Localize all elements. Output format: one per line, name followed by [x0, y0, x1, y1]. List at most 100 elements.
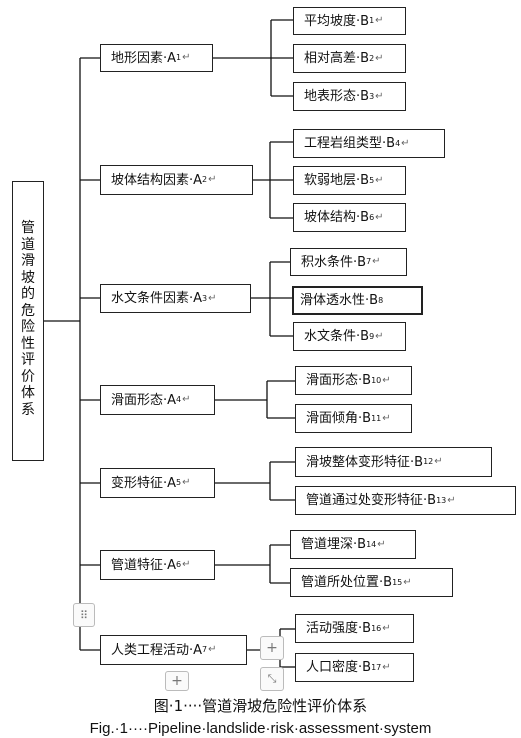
factor-a1-label: 地形因素·A [111, 50, 177, 66]
indicator-b13-label: 管道通过处变形特征·B [306, 493, 437, 508]
factor-a5-subscript: 5 [176, 478, 182, 487]
figure-caption-english: Fig.·1····Pipeline·landslide·risk·assess… [89, 720, 432, 737]
factor-a3-subscript: 3 [202, 293, 208, 303]
factor-a3-label: 水文条件因素·A [111, 291, 203, 306]
indicator-b17-subscript: 17 [371, 662, 382, 672]
paragraph-mark: ↵ [382, 374, 391, 386]
factor-a2-label: 坡体结构因素·A [111, 172, 203, 188]
paragraph-mark: ↵ [182, 394, 191, 405]
paragraph-mark: ↵ [382, 661, 391, 673]
indicator-b2-label: 相对高差·B [304, 51, 370, 66]
indicator-b12-label: 滑坡整体变形特征·B [306, 454, 424, 470]
paragraph-mark: ↵ [401, 137, 410, 149]
paragraph-mark: ↵ [375, 330, 384, 342]
figure-caption-chinese: 图·1····管道滑坡危险性评价体系 [153, 697, 368, 715]
paragraph-mark: ↵ [377, 538, 386, 550]
factor-a1-subscript: 1 [176, 53, 182, 62]
indicator-b9-label: 水文条件·B [304, 329, 370, 344]
root-label: 管道滑坡的危险性评价体系 [21, 220, 35, 418]
indicator-b11-subscript: 11 [371, 413, 382, 423]
factor-a5-label: 变形特征·A [111, 475, 177, 491]
indicator-b16-subscript: 16 [371, 623, 382, 633]
indicator-b17-label: 人口密度·B [306, 660, 372, 675]
indicator-b7-subscript: 7 [366, 257, 372, 266]
paragraph-mark: ↵ [375, 174, 384, 186]
indicator-b9-subscript: 9 [369, 331, 375, 341]
resize-icon[interactable]: ⤡ [260, 667, 284, 691]
move-handle-icon[interactable]: ⠿ [73, 603, 95, 627]
paragraph-mark: ↵ [375, 52, 384, 64]
factor-a6-subscript: 6 [176, 560, 182, 569]
paragraph-mark: ↵ [382, 412, 391, 424]
indicator-b12-subscript: 12 [423, 457, 434, 466]
indicator-b6-label: 坡体结构·B [304, 210, 370, 225]
factor-a7-label: 人类工程活动·A [111, 642, 203, 658]
indicator-b5-subscript: 5 [369, 175, 375, 185]
indicator-b1-subscript: 1 [369, 16, 375, 25]
paragraph-mark: ↵ [182, 477, 191, 488]
indicator-b5-label: 软弱地层·B [304, 173, 370, 188]
paragraph-mark: ↵ [182, 559, 191, 570]
indicator-b3-subscript: 3 [369, 91, 375, 101]
paragraph-mark: ↵ [208, 292, 217, 304]
indicator-b10-subscript: 10 [371, 375, 382, 385]
indicator-b15-label: 管道所处位置·B [301, 575, 393, 590]
factor-a7-subscript: 7 [202, 645, 208, 654]
indicator-b6-subscript: 6 [369, 212, 375, 222]
paragraph-mark: ↵ [375, 211, 384, 223]
root-node [12, 181, 44, 461]
plus-icon[interactable]: + [260, 636, 284, 660]
plus-icon[interactable]: + [165, 671, 189, 691]
indicator-b15-subscript: 15 [392, 577, 403, 587]
factor-a4-subscript: 4 [176, 395, 182, 404]
paragraph-mark: ↵ [375, 15, 384, 26]
indicator-b1-label: 平均坡度·B [304, 13, 370, 29]
indicator-b14-label: 管道埋深·B [301, 537, 367, 552]
paragraph-mark: ↵ [375, 90, 384, 102]
factor-a2-subscript: 2 [202, 175, 208, 184]
indicator-b4-label: 工程岩组类型·B [304, 136, 396, 151]
factor-a4-label: 滑面形态·A [111, 392, 177, 408]
indicator-b13-subscript: 13 [436, 495, 447, 505]
indicator-b14-subscript: 14 [366, 539, 377, 549]
indicator-b7-label: 积水条件·B [301, 254, 367, 270]
paragraph-mark: ↵ [403, 576, 412, 588]
paragraph-mark: ↵ [208, 174, 217, 185]
paragraph-mark: ↵ [182, 52, 191, 63]
indicator-b16-label: 活动强度·B [306, 621, 372, 636]
factor-a6-label: 管道特征·A [111, 557, 177, 573]
indicator-b8-label: 滑体透水性·B [300, 293, 379, 308]
paragraph-mark: ↵ [434, 456, 443, 467]
indicator-b8-subscript: 8 [378, 295, 384, 305]
paragraph-mark: ↵ [382, 622, 391, 634]
paragraph-mark: ↵ [208, 644, 217, 655]
paragraph-mark: ↵ [447, 494, 456, 506]
indicator-b3-label: 地表形态·B [304, 89, 370, 104]
